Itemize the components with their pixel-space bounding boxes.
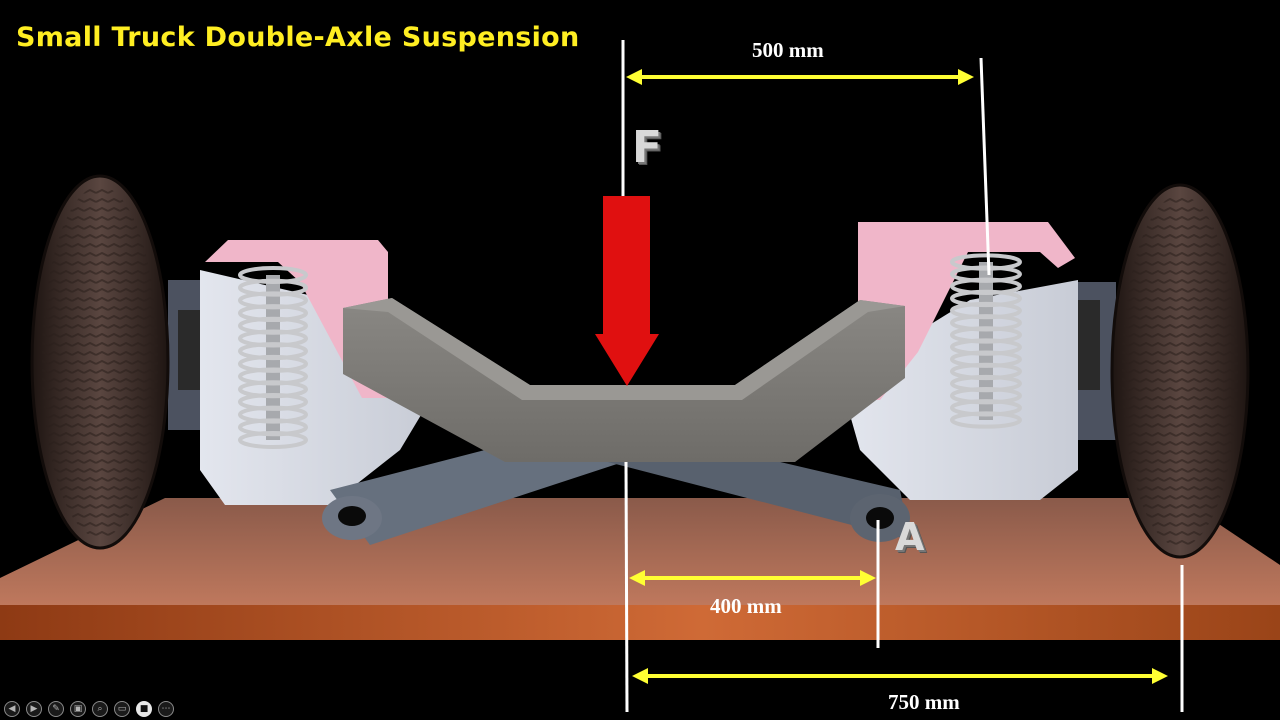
force-label: F [632, 122, 663, 173]
right-tire [1078, 183, 1250, 559]
base-plate-top [0, 498, 1280, 612]
slides-icon[interactable]: ▣ [70, 701, 86, 717]
base-plate-front [0, 605, 1280, 640]
diagram-title: Small Truck Double-Axle Suspension [16, 22, 580, 53]
axle-beam-top-face [343, 298, 905, 400]
camera-icon[interactable]: ■ [136, 701, 152, 717]
more-icon[interactable]: ⋯ [158, 701, 174, 717]
axle-beam [343, 298, 905, 462]
dimension-arrow-bottom [632, 668, 1168, 684]
dimension-arrow-top [626, 69, 974, 85]
slideshow-toolbar: ◀ ▶ ✎ ▣ ⌕ ▭ ■ ⋯ [4, 700, 174, 718]
pivot-a-hole [866, 507, 894, 529]
left-arm-hole [338, 506, 366, 526]
previous-icon[interactable]: ◀ [4, 701, 20, 717]
zoom-icon[interactable]: ⌕ [92, 701, 108, 717]
dimension-label-middle: 400 mm [710, 594, 782, 618]
left-tire [30, 174, 208, 550]
pivot-label: A [895, 515, 925, 559]
reference-line-center-lower [624, 461, 629, 713]
right-coil-spring [950, 253, 1022, 429]
next-icon[interactable]: ▶ [26, 701, 42, 717]
pen-icon[interactable]: ✎ [48, 701, 64, 717]
right-damper [1078, 300, 1100, 390]
reference-line-spring [979, 57, 991, 276]
force-arrow [595, 196, 659, 386]
subtitles-icon[interactable]: ▭ [114, 701, 130, 717]
left-coil-spring [238, 266, 308, 449]
dimension-label-top: 500 mm [752, 38, 824, 62]
right-spring-mount [858, 222, 1075, 400]
left-damper [178, 310, 200, 390]
dimension-label-bottom: 750 mm [888, 690, 960, 714]
left-spring-mount [205, 240, 388, 398]
dimension-arrow-middle [629, 570, 876, 586]
